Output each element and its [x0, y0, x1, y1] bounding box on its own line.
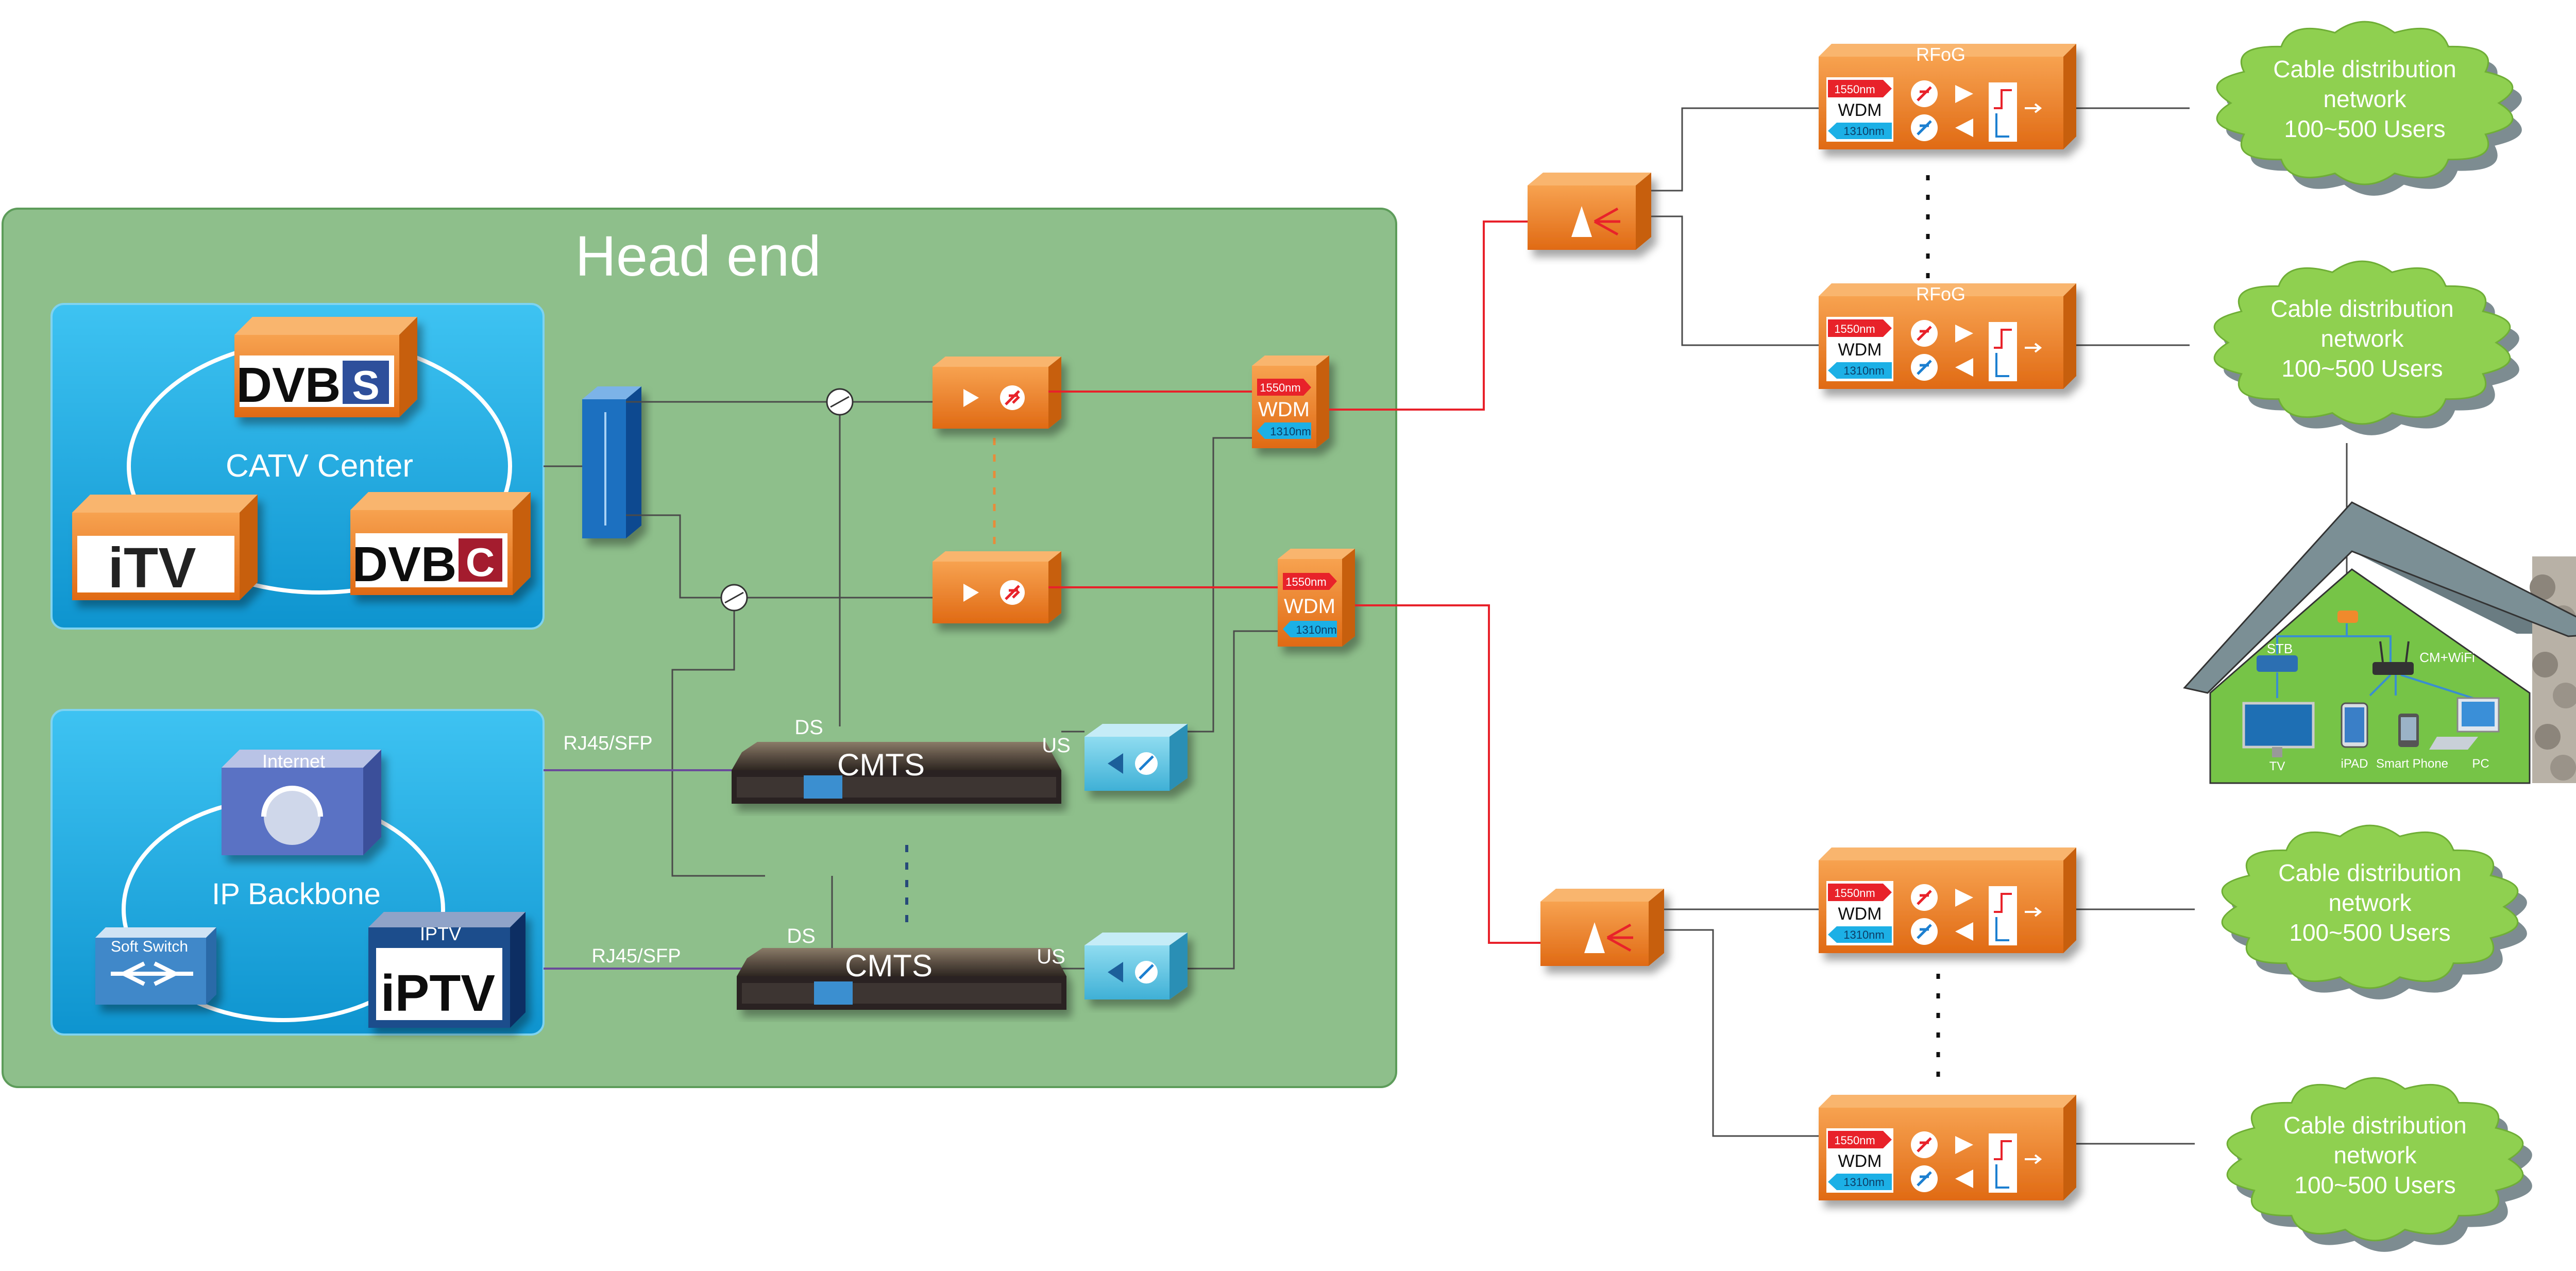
cloud-text-line1: Cable distribution [2278, 859, 2461, 886]
cloud-text-line1: Cable distribution [2273, 56, 2456, 82]
svg-text:TV: TV [2269, 759, 2285, 773]
return-receiver-2 [1084, 933, 1188, 999]
svg-text:iPAD: iPAD [2341, 757, 2368, 771]
svg-text:Smart Phone: Smart Phone [2376, 757, 2448, 771]
softswitch-box: Soft Switch [95, 927, 216, 1005]
optical-splitter-2 [1540, 889, 1664, 966]
internet-box: Internet [222, 750, 381, 855]
itv-box: iTV [72, 495, 258, 600]
rfog-down-wl: 1550nm [1834, 887, 1875, 900]
headend-wdm-2: 1550nm WDM 1310nm [1278, 549, 1355, 647]
ip-backbone-label: IP Backbone [212, 877, 381, 911]
cloud-text-line2: network [2320, 325, 2404, 352]
svg-text:1310nm: 1310nm [1296, 623, 1337, 636]
svg-text:Internet: Internet [262, 751, 325, 772]
rfog-down-wl: 1550nm [1834, 323, 1875, 335]
cmts-1: CMTS [732, 742, 1061, 804]
catv-center-label: CATV Center [226, 448, 413, 484]
cmts-1-us: US [1042, 734, 1071, 757]
rfog-up-wl: 1310nm [1843, 928, 1885, 941]
cloud-text-line3: 100~500 Users [2284, 115, 2445, 142]
cmts-1-link: RJ45/SFP [563, 733, 652, 754]
subscriber-home: STB CM+WiFi TV iPAD Smart Phone PC [2183, 501, 2576, 784]
svg-text:PC: PC [2472, 757, 2489, 771]
svg-text:WDM: WDM [1258, 398, 1310, 421]
home-tap [2337, 611, 2358, 623]
cmts-2: CMTS [737, 948, 1066, 1010]
svg-text:IPTV: IPTV [420, 923, 461, 944]
cmts-2-us: US [1037, 945, 1065, 968]
rfog-nodes: RFoG1550nmWDM1310nmRFoG1550nmWDM1310nm15… [1819, 44, 2076, 1200]
headend-fibers [1048, 391, 1278, 588]
cmts-1-ds: DS [794, 716, 823, 739]
trunk-fibers [1329, 221, 1540, 944]
svg-text:STB: STB [2267, 641, 2293, 656]
optical-transmitter-2 [933, 551, 1061, 623]
cloud-text-line2: network [2323, 86, 2406, 112]
dvbs-box: DVB S [234, 317, 417, 417]
splitter-switch [582, 386, 641, 538]
optical-transmitter-1 [933, 357, 1061, 429]
svg-text:S: S [352, 362, 379, 408]
svg-text:CMTS: CMTS [837, 748, 925, 782]
return-receiver-1 [1084, 724, 1188, 791]
rfog-up-wl: 1310nm [1843, 364, 1885, 377]
svg-text:1550nm: 1550nm [1260, 381, 1301, 394]
tv-icon [2242, 702, 2315, 749]
cloud-1: Cable distribution network 100~500 Users [2216, 21, 2522, 196]
globe-icon [264, 788, 320, 845]
rfog-up-wl: 1310nm [1843, 125, 1885, 138]
optical-splitter-1 [1528, 173, 1651, 250]
cloud-2: Cable distribution network 100~500 Users [2213, 260, 2519, 435]
cloud-text-line1: Cable distribution [2283, 1112, 2466, 1139]
svg-text:CMTS: CMTS [845, 948, 933, 983]
rfog-title: RFoG [1916, 283, 1965, 304]
rfog-down-wl: 1550nm [1834, 83, 1875, 96]
svg-text:DVB: DVB [236, 358, 341, 413]
svg-text:1310nm: 1310nm [1270, 425, 1311, 438]
rfog-wdm-label: WDM [1838, 904, 1882, 924]
svg-text:1550nm: 1550nm [1285, 575, 1327, 588]
cloud-4: Cable distribution network 100~500 Users [2226, 1077, 2532, 1252]
cmts-2-ds: DS [787, 925, 816, 947]
cloud-text-line1: Cable distribution [2270, 295, 2453, 322]
cloud-text-line3: 100~500 Users [2281, 355, 2443, 382]
svg-text:WDM: WDM [1284, 595, 1335, 618]
cloud-text-line3: 100~500 Users [2294, 1172, 2455, 1198]
cloud-text-line2: network [2333, 1142, 2417, 1168]
headend-title: Head end [575, 225, 821, 288]
rfog-down-wl: 1550nm [1834, 1134, 1875, 1147]
svg-text:Soft Switch: Soft Switch [111, 938, 188, 955]
svg-text:C: C [466, 539, 495, 585]
iptv-box: IPTV iPTV [368, 912, 526, 1028]
stb-icon [2257, 655, 2298, 672]
cmts-2-link: RJ45/SFP [591, 945, 681, 967]
svg-text:DVB: DVB [352, 537, 457, 592]
rfog-title: RFoG [1916, 44, 1965, 65]
rfog-wdm-label: WDM [1838, 340, 1882, 360]
cloud-text-line3: 100~500 Users [2289, 919, 2450, 946]
svg-text:CM+WiFi: CM+WiFi [2419, 650, 2475, 665]
svg-text:iPTV: iPTV [381, 964, 496, 1022]
headend-wdm-1: 1550nm WDM 1310nm [1252, 355, 1329, 448]
rfog-wdm-label: WDM [1838, 1151, 1882, 1171]
dvbc-box: DVB C [350, 492, 531, 595]
headend-wiring [544, 401, 1285, 970]
cable-modem-icon [2372, 662, 2414, 675]
rj45-links [544, 769, 742, 970]
rfog-wdm-label: WDM [1838, 100, 1882, 120]
svg-text:iTV: iTV [108, 536, 196, 600]
cloud-3: Cable distribution network 100~500 Users [2221, 824, 2527, 999]
rfog-up-wl: 1310nm [1843, 1176, 1885, 1189]
cloud-text-line2: network [2328, 889, 2412, 916]
